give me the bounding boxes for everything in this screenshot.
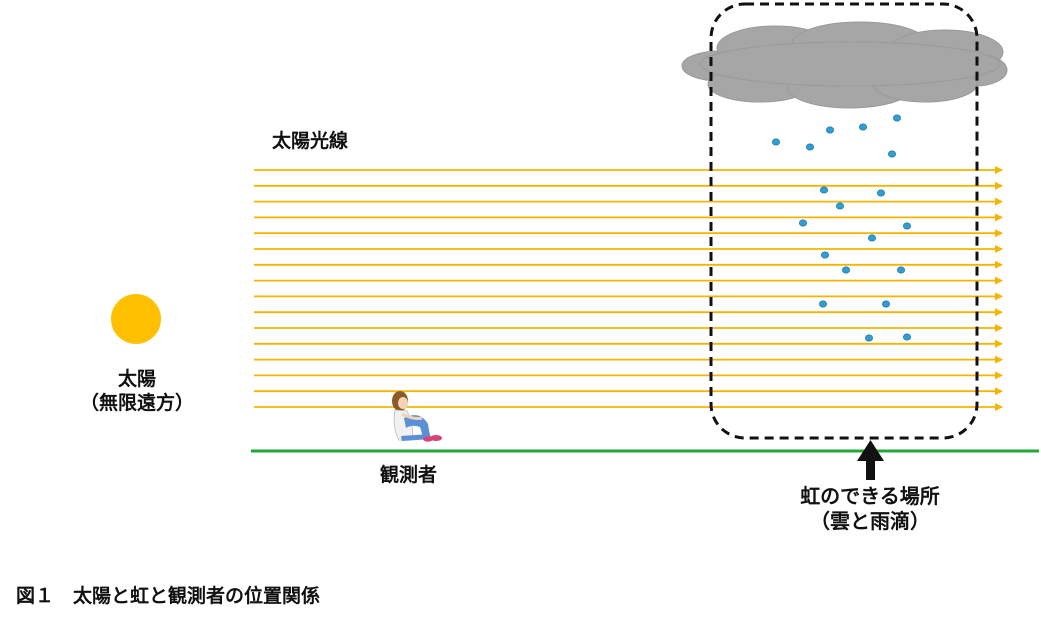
raindrop-icon [842, 266, 850, 274]
raindrop-icon [819, 300, 827, 308]
raindrop-icon [865, 334, 873, 342]
raindrop-icon [868, 234, 876, 242]
sun-icon [111, 294, 161, 344]
seated-person-icon [392, 391, 442, 442]
raindrop-icon [806, 143, 814, 151]
raindrops [772, 114, 911, 342]
sun-rays-label: 太陽光線 [272, 130, 349, 152]
raindrop-icon [893, 114, 901, 122]
raindrop-icon [826, 126, 834, 134]
sun-rays [254, 166, 1003, 411]
sun-label: 太陽 （無限遠方） [70, 368, 204, 416]
rainbow-location-line1: 虹のできる場所 [800, 484, 940, 508]
raindrop-icon [772, 138, 780, 146]
raindrop-icon [836, 202, 844, 210]
rainbow-zone-frame [709, 2, 979, 440]
raindrop-icon [877, 189, 885, 197]
sun-label-line1: 太陽 [117, 368, 156, 390]
rainbow-location-label: 虹のできる場所 （雲と雨滴） [760, 484, 980, 534]
rainbow-location-line2: （雲と雨滴） [810, 509, 930, 533]
sun-label-line2: （無限遠方） [79, 391, 194, 414]
raindrop-icon [821, 251, 829, 259]
figure-caption: 図１ 太陽と虹と観測者の位置関係 [16, 585, 321, 607]
cloud-icon [681, 21, 1008, 109]
arrow-up-icon [857, 440, 884, 480]
observer-label: 観測者 [380, 464, 438, 486]
raindrop-icon [799, 219, 807, 227]
raindrop-icon [882, 300, 890, 308]
raindrop-icon [897, 266, 905, 274]
raindrop-icon [903, 222, 911, 230]
raindrop-icon [820, 186, 828, 194]
raindrop-icon [903, 333, 911, 341]
raindrop-icon [859, 123, 867, 131]
raindrop-icon [888, 150, 896, 158]
